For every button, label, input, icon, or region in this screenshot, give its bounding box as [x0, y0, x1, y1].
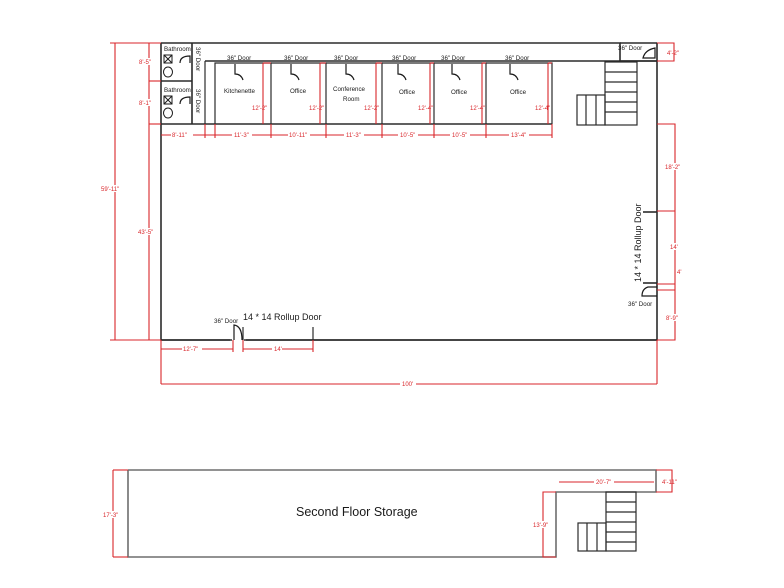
bathroom-label: Bathroom	[164, 87, 191, 94]
door-swing-icon	[234, 64, 244, 81]
room-door-label: 36" Door	[392, 55, 416, 62]
room-label: Conference	[333, 86, 366, 93]
bathroom-height-dim: 8'-1"	[139, 101, 151, 107]
room-kitchenette	[214, 62, 272, 124]
room-width-dim: 11'-3"	[346, 133, 361, 139]
room-depth-dim: 12'-4"	[535, 106, 550, 112]
staircase-icon	[577, 491, 637, 552]
stair-depth-dim: 13'-9"	[533, 523, 548, 529]
second-floor-title: Second Floor Storage	[296, 505, 418, 519]
overall-width-dim: 100'	[402, 382, 413, 388]
door-swing-icon	[641, 286, 657, 297]
door-swing-icon	[509, 64, 519, 81]
top-right-door-label: 36" Door	[618, 45, 642, 52]
room-label: Office	[510, 89, 527, 96]
bathroom-door-label: 36" Door	[194, 47, 201, 71]
door-swing-icon	[179, 96, 191, 105]
room-door-label: 36" Door	[227, 55, 251, 62]
room-width-dim: 10'-11"	[289, 133, 307, 139]
room-door-label: 36" Door	[334, 55, 358, 62]
second-floor-plan: Second Floor Storage 17'-3" 20'-7" 4'-11…	[102, 469, 677, 558]
room-width-dim: 10'-5"	[452, 133, 467, 139]
right-lower-dim: 8'-9"	[666, 316, 678, 322]
right-door-label: 36" Door	[628, 301, 652, 308]
door-swing-icon	[642, 47, 656, 59]
sink-icon	[163, 66, 173, 78]
room-door-label: 36" Door	[284, 55, 308, 62]
overall-depth-dim: 59'-11"	[101, 187, 119, 193]
open-area-depth-dim: 43'-5"	[138, 230, 153, 236]
stair-width-dim: 20'-7"	[596, 480, 611, 486]
room-depth-dim: 12'-2"	[309, 106, 324, 112]
door-swing-icon	[233, 324, 243, 341]
door-swing-icon	[290, 64, 300, 81]
bottom-rollup-dim: 14'	[274, 347, 282, 353]
toilet-icon	[163, 54, 173, 64]
bathroom-width-dim: 8'-11"	[172, 133, 187, 139]
staircase-icon	[576, 61, 638, 126]
door-swing-icon	[179, 55, 191, 64]
door-swing-icon	[345, 64, 355, 81]
toilet-icon	[163, 95, 173, 105]
room-width-dim: 11'-3"	[234, 133, 249, 139]
room-label: Office	[451, 89, 468, 96]
room-door-label: 36" Door	[441, 55, 465, 62]
room-width-dim: 10'-5"	[400, 133, 415, 139]
room-label: Office	[399, 89, 416, 96]
right-rollup-dim: 14'	[670, 245, 678, 251]
room-label-line2: Room	[343, 96, 360, 103]
bottom-rollup-door-label: 14 * 14 Rollup Door	[243, 312, 322, 322]
room-depth-dim: 12'-4"	[470, 106, 485, 112]
room-depth-dim: 12'-4"	[418, 106, 433, 112]
second-floor-depth-dim: 17'-3"	[103, 513, 118, 519]
bathroom-door-label: 36" Door	[194, 89, 201, 113]
right-rollup-door-label: 14 * 14 Rollup Door	[633, 203, 643, 282]
bottom-door-label: 36" Door	[214, 318, 238, 325]
room-depth-dim: 12'-2"	[364, 106, 379, 112]
bathroom-height-dim: 8'-5"	[139, 60, 151, 66]
right-upper-dim: 18'-2"	[665, 165, 680, 171]
first-floor-plan: Bathroom Bathroom 36" Door 36" Door 36" …	[100, 42, 683, 388]
door-swing-icon	[451, 64, 461, 81]
door-swing-icon	[397, 64, 407, 81]
room-depth-dim: 12'-2"	[252, 106, 267, 112]
stair-offset-dim: 4'-11"	[662, 480, 677, 486]
room-conference	[326, 62, 383, 124]
sink-icon	[163, 107, 173, 119]
right-gap-dim: 4'	[677, 270, 681, 276]
room-width-dim: 13'-4"	[511, 133, 526, 139]
room-label: Office	[290, 88, 307, 95]
room-door-label: 36" Door	[505, 55, 529, 62]
bathroom-label: Bathroom	[164, 46, 191, 53]
top-right-door-dim: 4'-2"	[667, 51, 679, 57]
room-label: Kitchenette	[224, 88, 256, 95]
bottom-left-dim: 12'-7"	[183, 347, 198, 353]
